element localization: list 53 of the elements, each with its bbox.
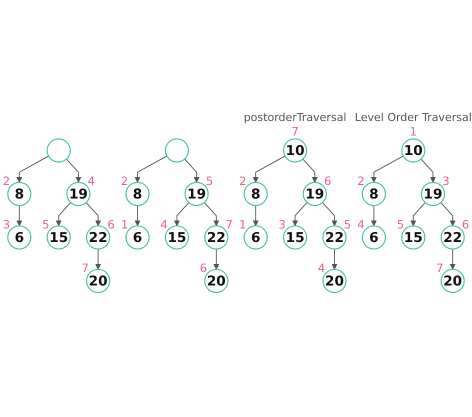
order-number: 7 [82, 261, 89, 276]
order-number: 1 [239, 218, 246, 232]
arrow [16, 205, 22, 226]
node-circle [164, 138, 189, 163]
arrow [370, 205, 377, 226]
arrow [410, 202, 426, 226]
arrow [184, 158, 200, 183]
arrow [134, 156, 168, 183]
order-number: 1 [410, 124, 417, 139]
order-number: 7 [291, 124, 299, 139]
node-circle: 10 [283, 138, 308, 163]
arrow [440, 202, 456, 226]
arrow [332, 248, 338, 270]
arrow [292, 202, 308, 226]
arrow [370, 156, 404, 183]
arrow [16, 156, 50, 183]
node-circle: 8 [125, 182, 150, 206]
arrow [450, 248, 456, 270]
node-circle: 22 [204, 225, 228, 250]
arrow [204, 202, 220, 226]
arrow [420, 158, 436, 183]
tree-title: postorderTraversal [244, 110, 346, 124]
node-circle: 20 [440, 268, 465, 293]
arrow [66, 158, 82, 183]
order-number: 5 [42, 218, 50, 232]
arrow [86, 202, 102, 226]
order-number: 7 [436, 261, 444, 276]
node-circle: 6 [244, 225, 268, 250]
arrow [174, 202, 190, 226]
order-number: 2 [239, 174, 246, 188]
node-circle: 8 [362, 182, 386, 206]
arrow [56, 202, 72, 226]
order-number: 6 [324, 174, 332, 188]
arrow [95, 248, 102, 270]
order-number: 4 [88, 174, 95, 188]
order-number: 7 [226, 218, 233, 232]
node-circle [46, 138, 71, 163]
arrow [252, 156, 286, 183]
arrow [213, 248, 220, 270]
node-circle: 19 [66, 182, 90, 206]
arrow [252, 205, 259, 226]
tree-title: Level Order Traversal [354, 110, 472, 124]
node-circle: 19 [184, 182, 209, 206]
node-circle: 20 [86, 268, 110, 293]
arrow [134, 205, 140, 226]
node-circle: 8 [244, 182, 268, 206]
order-number: 3 [278, 218, 286, 232]
node-circle: 10 [401, 138, 426, 163]
arrow [302, 158, 318, 183]
arrow [322, 202, 338, 226]
node-circle: 22 [322, 225, 347, 250]
node-circle: 8 [7, 182, 32, 206]
node-circle: 19 [420, 182, 446, 206]
